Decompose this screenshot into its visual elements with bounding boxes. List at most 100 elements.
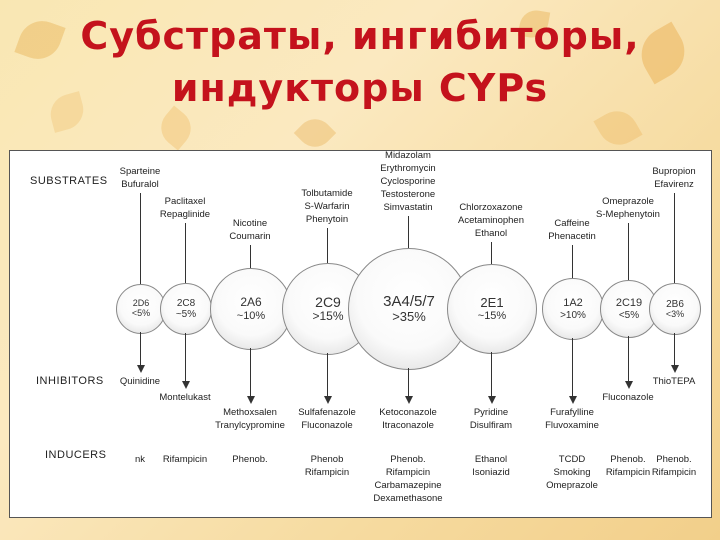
arrow-head [624,381,633,389]
inducer-name: Phenob. [610,454,646,465]
inducer-name: Rifampicin [605,467,651,478]
inhibitor-connector [674,333,675,365]
inhibitor-name: Disulfiram [469,420,513,431]
inhibitor-name: Tranylcypromine [215,420,285,431]
inhibitors-2d6: Quinidine [90,375,190,388]
inhibitor-name: Itraconazole [382,420,434,431]
inducer-name: Omeprazole [546,480,598,491]
enzyme-id: 2C19 [615,297,643,310]
arrow-head [670,365,679,373]
inducer-name: Phenob [310,454,344,465]
inhibitor-name: Furafylline [550,407,594,418]
substrate-connector [185,223,186,283]
enzyme-id: 2C9 [315,293,341,310]
inducers-2a6: Phenob. [200,453,300,466]
inhibitor-name: Quinidine [119,376,161,387]
inducer-name: Smoking [553,467,591,478]
inhibitor-connector [572,338,573,396]
inhibitors-2b6: ThioTEPA [624,375,720,388]
enzyme-circle-2c8: 2C8~5% [160,283,212,335]
inducer-name: Ethanol [474,454,508,465]
enzyme-id: 1A2 [563,297,583,310]
row-label-substrates: SUBSTRATES [30,175,108,187]
substrate-name: Bupropion [652,166,696,177]
enzyme-percent: ~15% [477,310,507,323]
row-label-inhibitors: INHIBITORS [36,375,104,387]
substrate-connector [408,216,409,248]
enzyme-percent: <5% [618,309,640,321]
inhibitor-name: Montelukast [159,392,211,403]
enzyme-id: 2E1 [480,294,504,310]
enzyme-circle-2b6: 2B6<3% [649,283,701,335]
inhibitor-name: Methoxsalen [223,407,277,418]
inducer-name: Rifampicin [651,467,697,478]
substrate-name: Simvastatin [383,202,433,213]
substrate-connector [572,245,573,278]
inducer-name: Dexamethasone [373,493,443,504]
inducer-name: TCDD [558,454,586,465]
inhibitor-connector [628,336,629,381]
substrate-name: Testosterone [380,189,436,200]
enzyme-id: 2B6 [666,298,684,310]
substrate-connector [491,242,492,264]
inducer-name: Carbamazepine [374,480,442,491]
substrate-name: Chlorzoxazone [459,202,523,213]
substrate-name: Efavirenz [654,179,694,190]
arrow-head [181,381,190,389]
enzyme-percent: ~5% [175,309,197,320]
substrate-name: Phenacetin [548,231,596,242]
inhibitor-name: Ketoconazole [379,407,437,418]
substrate-name: Bufuralol [121,179,159,190]
enzyme-percent: >15% [312,309,344,324]
row-label-inducers: INDUCERS [45,449,107,461]
inhibitor-connector [408,368,409,396]
enzyme-percent: <5% [131,308,151,318]
substrate-name: Cyclosporine [380,176,436,187]
enzyme-circle-2e1: 2E1~15% [447,264,537,354]
enzyme-id: 2D6 [132,298,150,309]
substrate-name: Phenytoin [305,214,349,225]
inducers-2c8: Rifampicin [135,453,235,466]
substrate-name: Coumarin [229,231,271,242]
substrate-connector [674,193,675,283]
slide-title: Субстраты, ингибиторы, индукторы CYPs [0,10,720,114]
enzyme-percent: >35% [392,309,426,325]
inducer-name: Phenob. [390,454,426,465]
substrate-name: Ethanol [474,228,508,239]
inducers-2b6: Phenob. Rifampicin [624,453,720,479]
inhibitor-name: Fluconazole [301,420,353,431]
inhibitors-2c19: Fluconazole [578,391,678,404]
enzyme-percent: ~10% [236,309,266,322]
enzyme-percent: >10% [560,309,586,321]
substrate-name: Erythromycin [380,163,436,174]
title-line-1: Субстраты, ингибиторы, [80,14,640,58]
inhibitor-connector [250,348,251,396]
substrate-name: Tolbutamide [301,188,353,199]
substrate-name: Repaglinide [159,209,211,220]
inducer-name: Phenob. [656,454,692,465]
leaf-decoration [293,111,337,155]
substrate-name: Caffeine [554,218,590,229]
arrow-head [568,396,577,404]
enzyme-circle-2d6: 2D6<5% [116,284,166,334]
inhibitor-connector [327,353,328,396]
inhibitors-2c8: Montelukast [135,391,235,404]
enzyme-id: 3A4/5/7 [383,292,435,310]
inhibitor-name: Sulfafenazole [298,407,356,418]
inhibitor-name: Pyridine [473,407,509,418]
inhibitor-connector [491,352,492,396]
